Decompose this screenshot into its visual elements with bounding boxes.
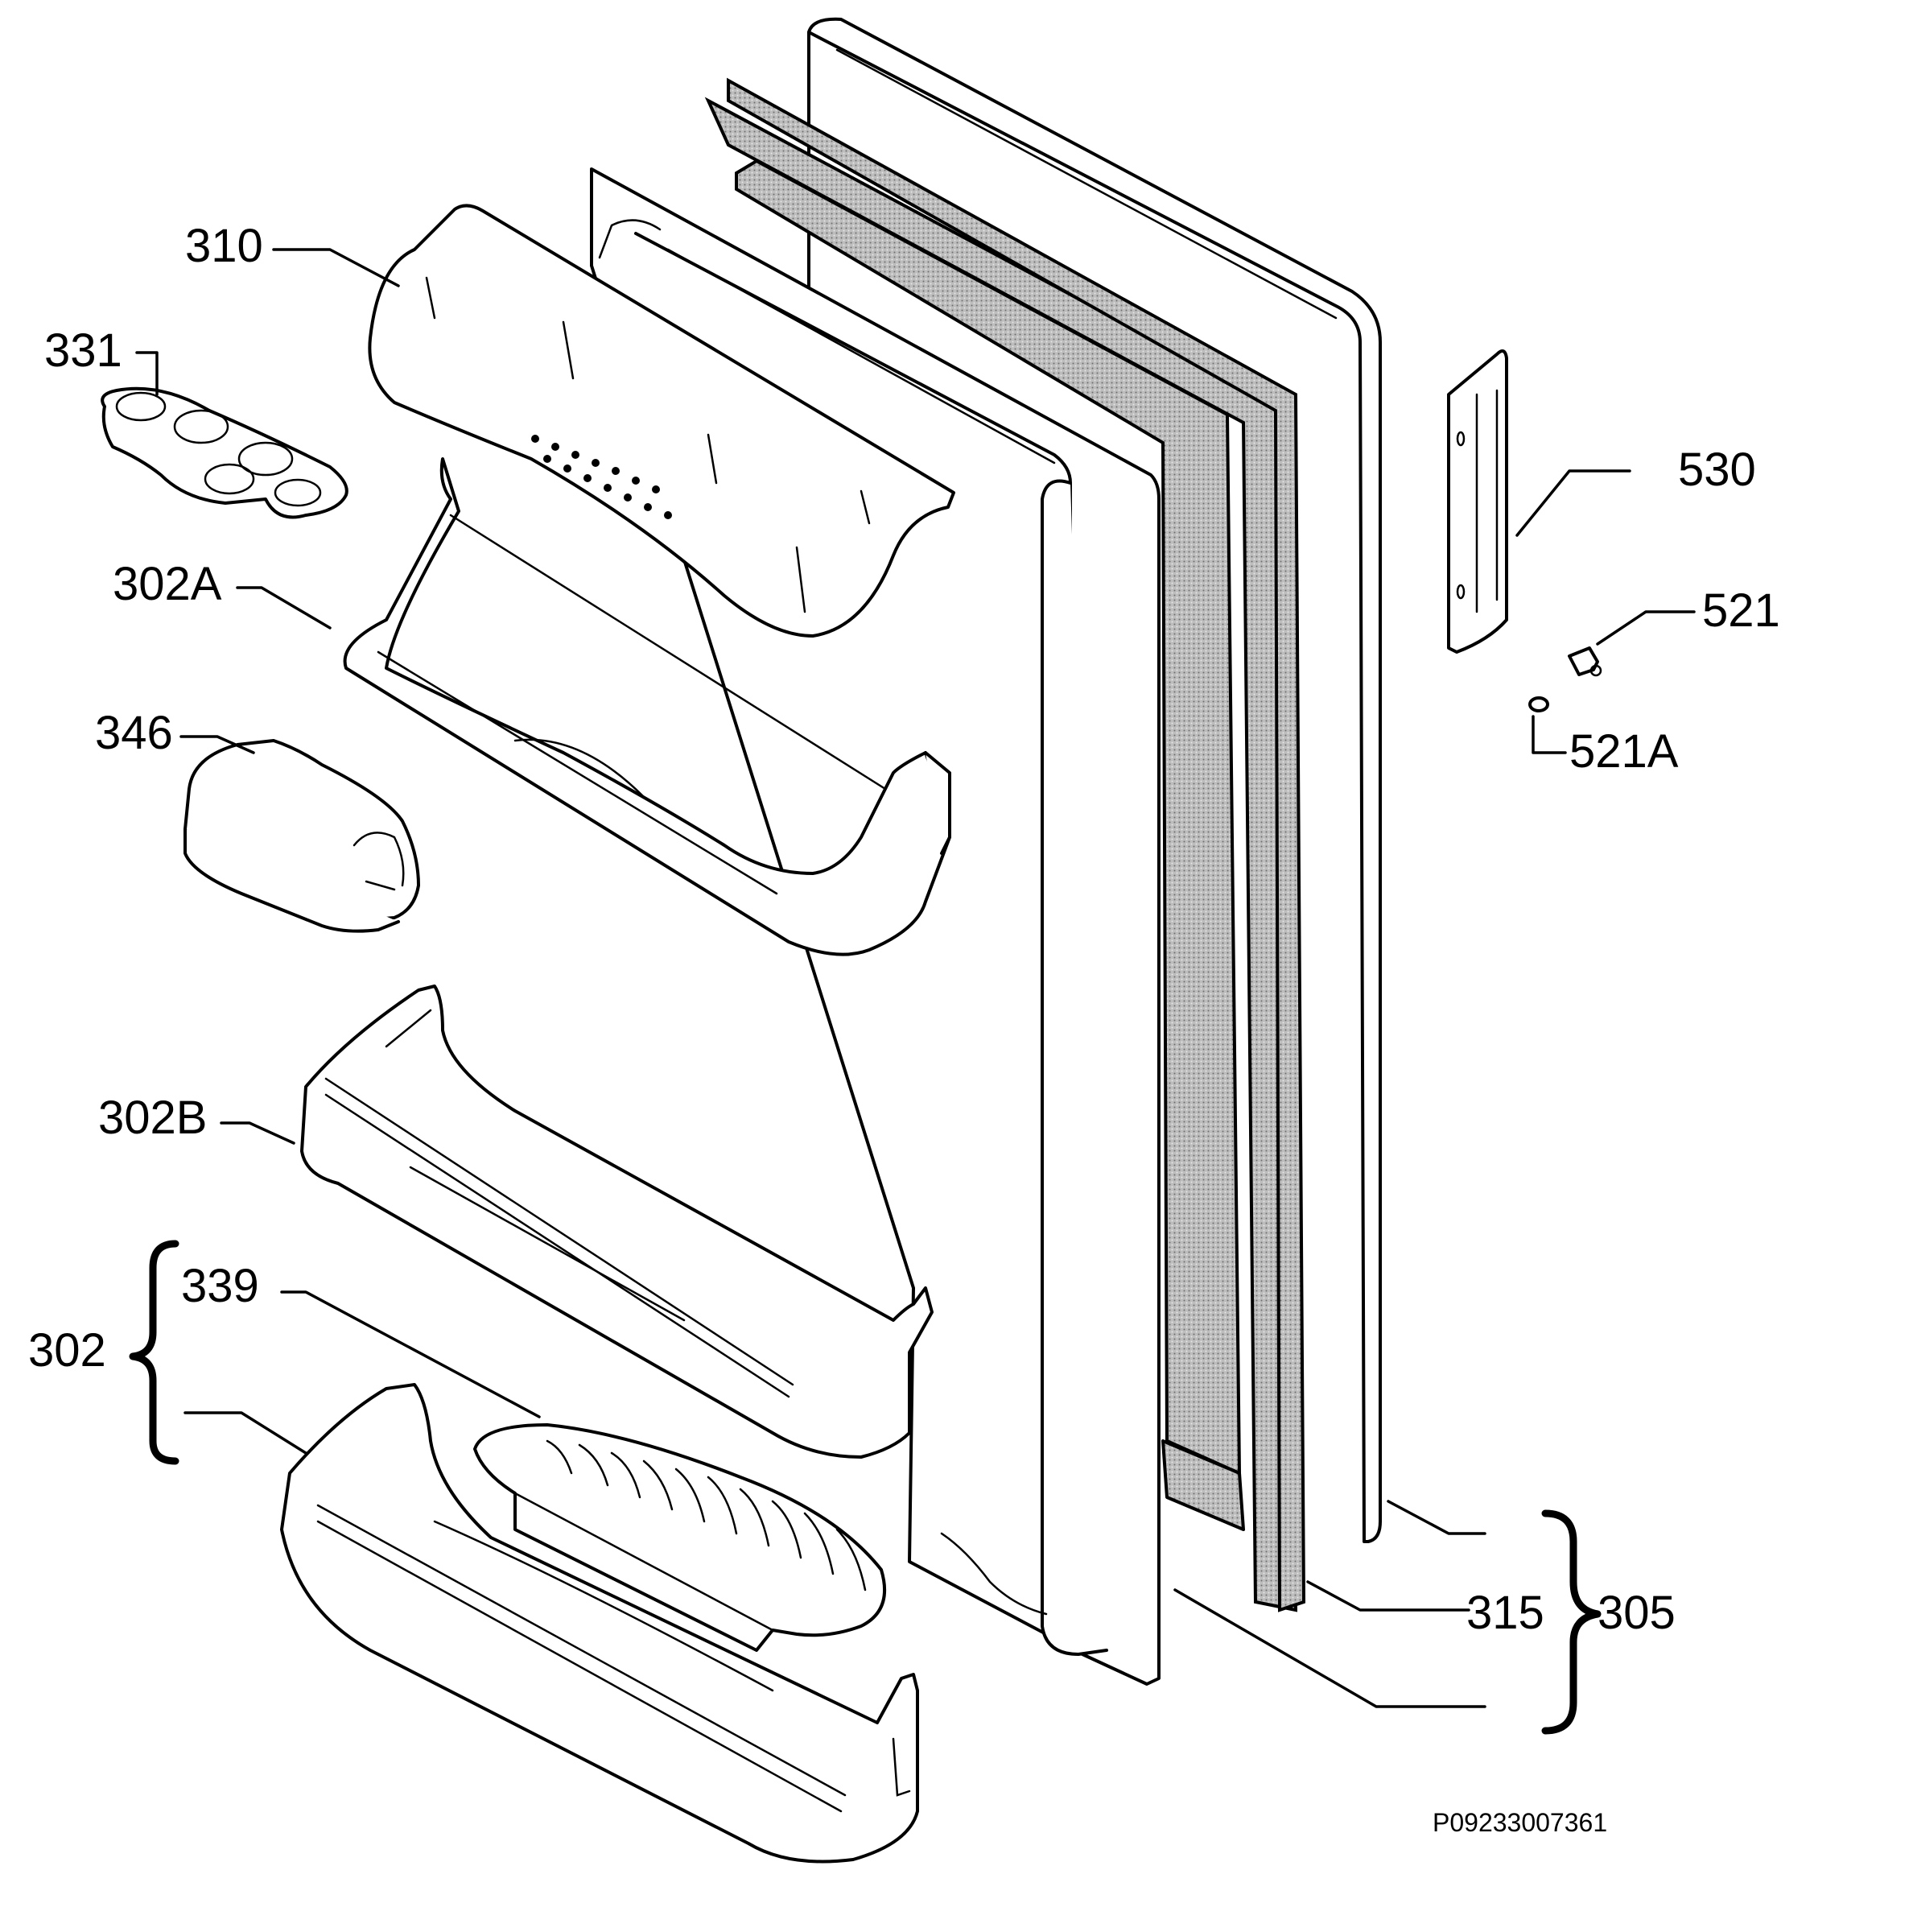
bottle-holder-339 xyxy=(473,1423,887,1652)
door-gasket xyxy=(704,77,1306,1612)
label-315: 315 xyxy=(1466,1587,1544,1639)
leader-lines xyxy=(135,248,1696,1708)
label-530: 530 xyxy=(1678,444,1756,496)
label-310: 310 xyxy=(185,220,263,272)
label-302: 302 xyxy=(28,1324,106,1377)
lid-310 xyxy=(368,204,955,638)
label-305: 305 xyxy=(1598,1587,1676,1639)
drawing-code: P09233007361 xyxy=(1433,1808,1607,1837)
label-339: 339 xyxy=(181,1260,259,1312)
egg-tray-331 xyxy=(101,386,348,519)
washer-521A xyxy=(1528,696,1549,712)
handle-530 xyxy=(1447,349,1508,654)
butter-dish-346 xyxy=(183,739,420,933)
ribs xyxy=(546,1439,867,1591)
door-shelf-302A xyxy=(343,457,951,956)
label-331: 331 xyxy=(44,324,122,377)
label-521: 521 xyxy=(1702,584,1780,637)
door-shelf-302B xyxy=(300,985,934,1459)
brace-305 xyxy=(1541,1509,1602,1735)
brace-302 xyxy=(129,1240,179,1465)
label-302A: 302A xyxy=(113,558,222,610)
screw-521 xyxy=(1568,646,1602,677)
door-shelf-302 xyxy=(280,1383,919,1864)
vent-holes xyxy=(531,435,672,519)
label-346: 346 xyxy=(95,707,173,759)
label-302B: 302B xyxy=(98,1092,207,1144)
label-521A: 521A xyxy=(1569,725,1679,778)
